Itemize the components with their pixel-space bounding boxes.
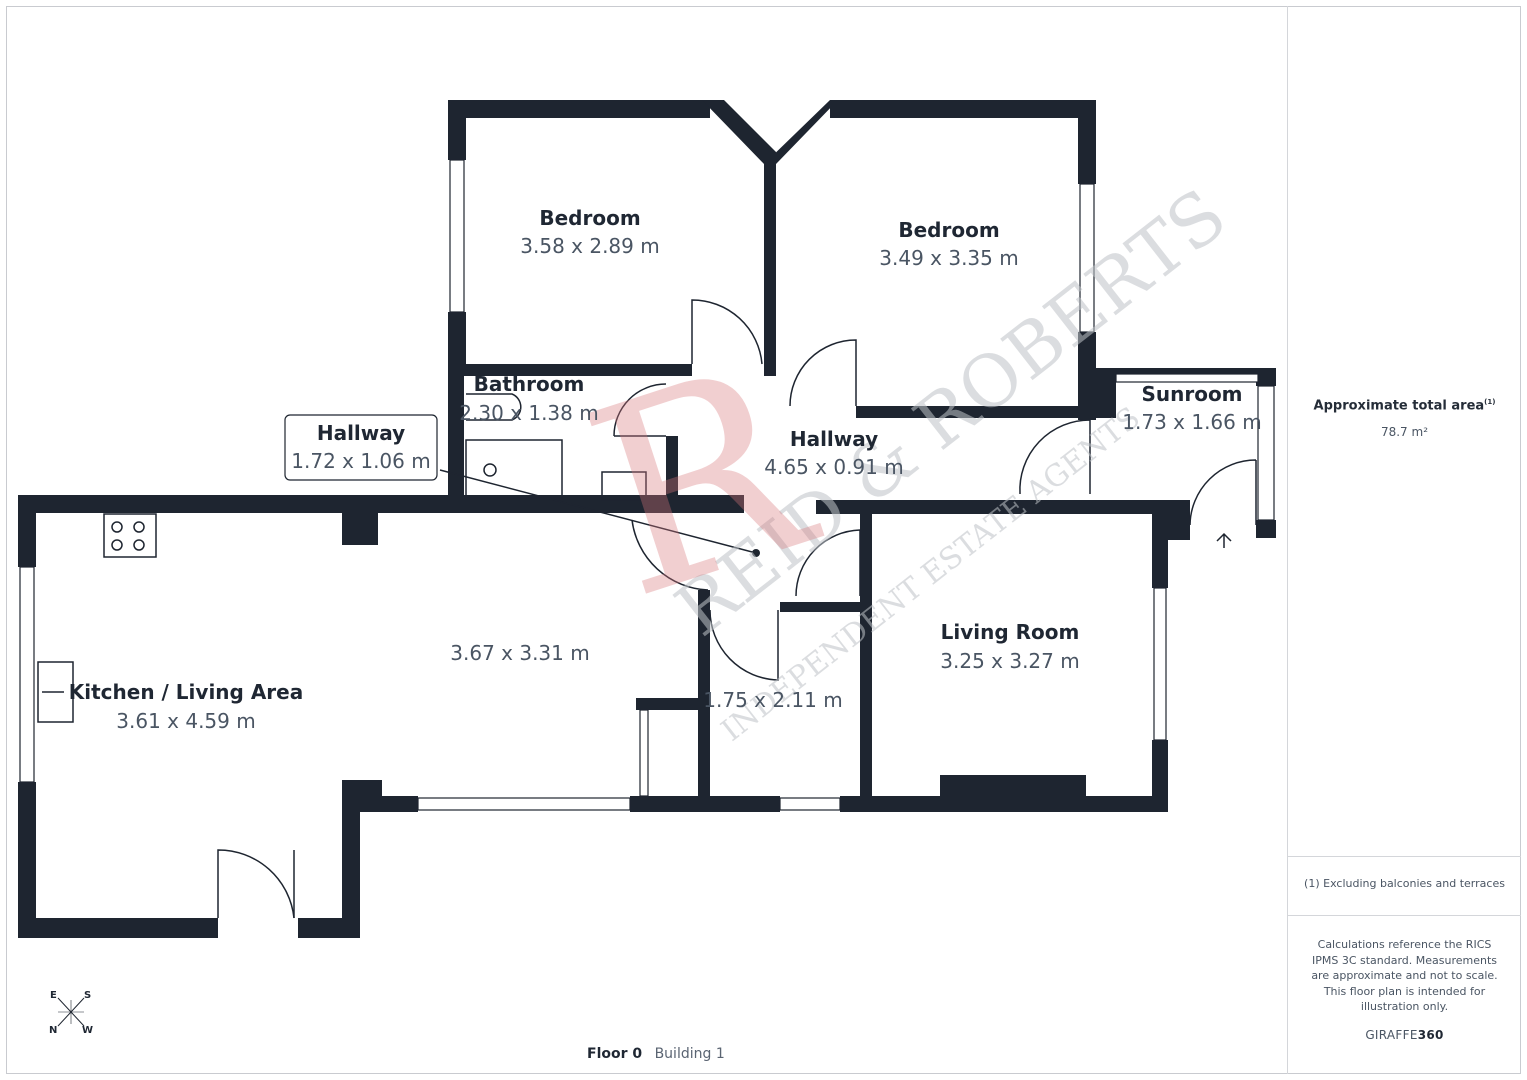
- compass-label: S: [84, 990, 91, 1001]
- compass-label: N: [49, 1025, 57, 1036]
- page-frame: [6, 6, 1521, 1074]
- room-name: Hallway: [317, 421, 405, 445]
- sidebar-separator: [1288, 856, 1521, 857]
- total-area-title: Approximate total area(1): [1313, 398, 1496, 414]
- brand-logo: GIRAFFE360: [1365, 1028, 1444, 1042]
- bath-icon: [466, 393, 522, 421]
- floor-name: Floor 0: [587, 1046, 643, 1062]
- building-name: Building 1: [654, 1046, 725, 1062]
- compass-label: E: [50, 990, 57, 1001]
- windows: [19, 159, 1275, 811]
- footnote: (1) Excluding balconies and terraces: [1304, 877, 1505, 890]
- sidebar-separator: [1288, 915, 1521, 916]
- room-dimensions: 3.61 x 4.59 m: [116, 709, 255, 733]
- floor-plan: REID & ROBERTS INDEPENDENT ESTATE AGENTS…: [18, 100, 1276, 1036]
- room-name: Bedroom: [898, 218, 999, 242]
- room-name: Sunroom: [1141, 382, 1242, 406]
- room-name: Hallway: [790, 427, 878, 451]
- room-name: Bedroom: [539, 206, 640, 230]
- room-dimensions: 3.49 x 3.35 m: [879, 246, 1018, 270]
- sidebar-divider: [1287, 6, 1288, 1074]
- floor-label: Floor 0 Building 1: [587, 1046, 725, 1062]
- room-dimensions: 2.30 x 1.38 m: [459, 401, 598, 425]
- room-dimensions: 1.72 x 1.06 m: [291, 449, 430, 473]
- sink-icon: [37, 661, 74, 723]
- room-dimensions: 3.25 x 3.27 m: [940, 649, 1079, 673]
- room-name: Bathroom: [474, 372, 585, 396]
- room-dimensions: 3.58 x 2.89 m: [520, 234, 659, 258]
- callout-box: [284, 414, 438, 481]
- walls: [18, 100, 1276, 938]
- shower-tray-icon: [465, 439, 563, 499]
- doors: [217, 299, 1257, 919]
- disclaimer: Calculations reference the RICS IPMS 3C …: [1311, 938, 1498, 1013]
- fixtures: [37, 393, 760, 723]
- total-area-value: 78.7 m²: [1380, 425, 1429, 439]
- compass-label: W: [82, 1025, 93, 1036]
- room-dimensions: 1.75 x 2.11 m: [703, 688, 842, 712]
- room-labels: Bedroom 3.58 x 2.89 m Bedroom 3.49 x 3.3…: [69, 206, 1262, 733]
- compass-icon: E S N W: [49, 990, 93, 1036]
- room-dimensions: 1.73 x 1.66 m: [1122, 410, 1261, 434]
- room-dimensions: 3.67 x 3.31 m: [450, 641, 589, 665]
- room-dimensions: 4.65 x 0.91 m: [764, 455, 903, 479]
- hob-icon: [103, 513, 157, 558]
- room-name: Kitchen / Living Area: [69, 680, 303, 704]
- room-name: Living Room: [941, 620, 1080, 644]
- toilet-icon: [601, 471, 647, 501]
